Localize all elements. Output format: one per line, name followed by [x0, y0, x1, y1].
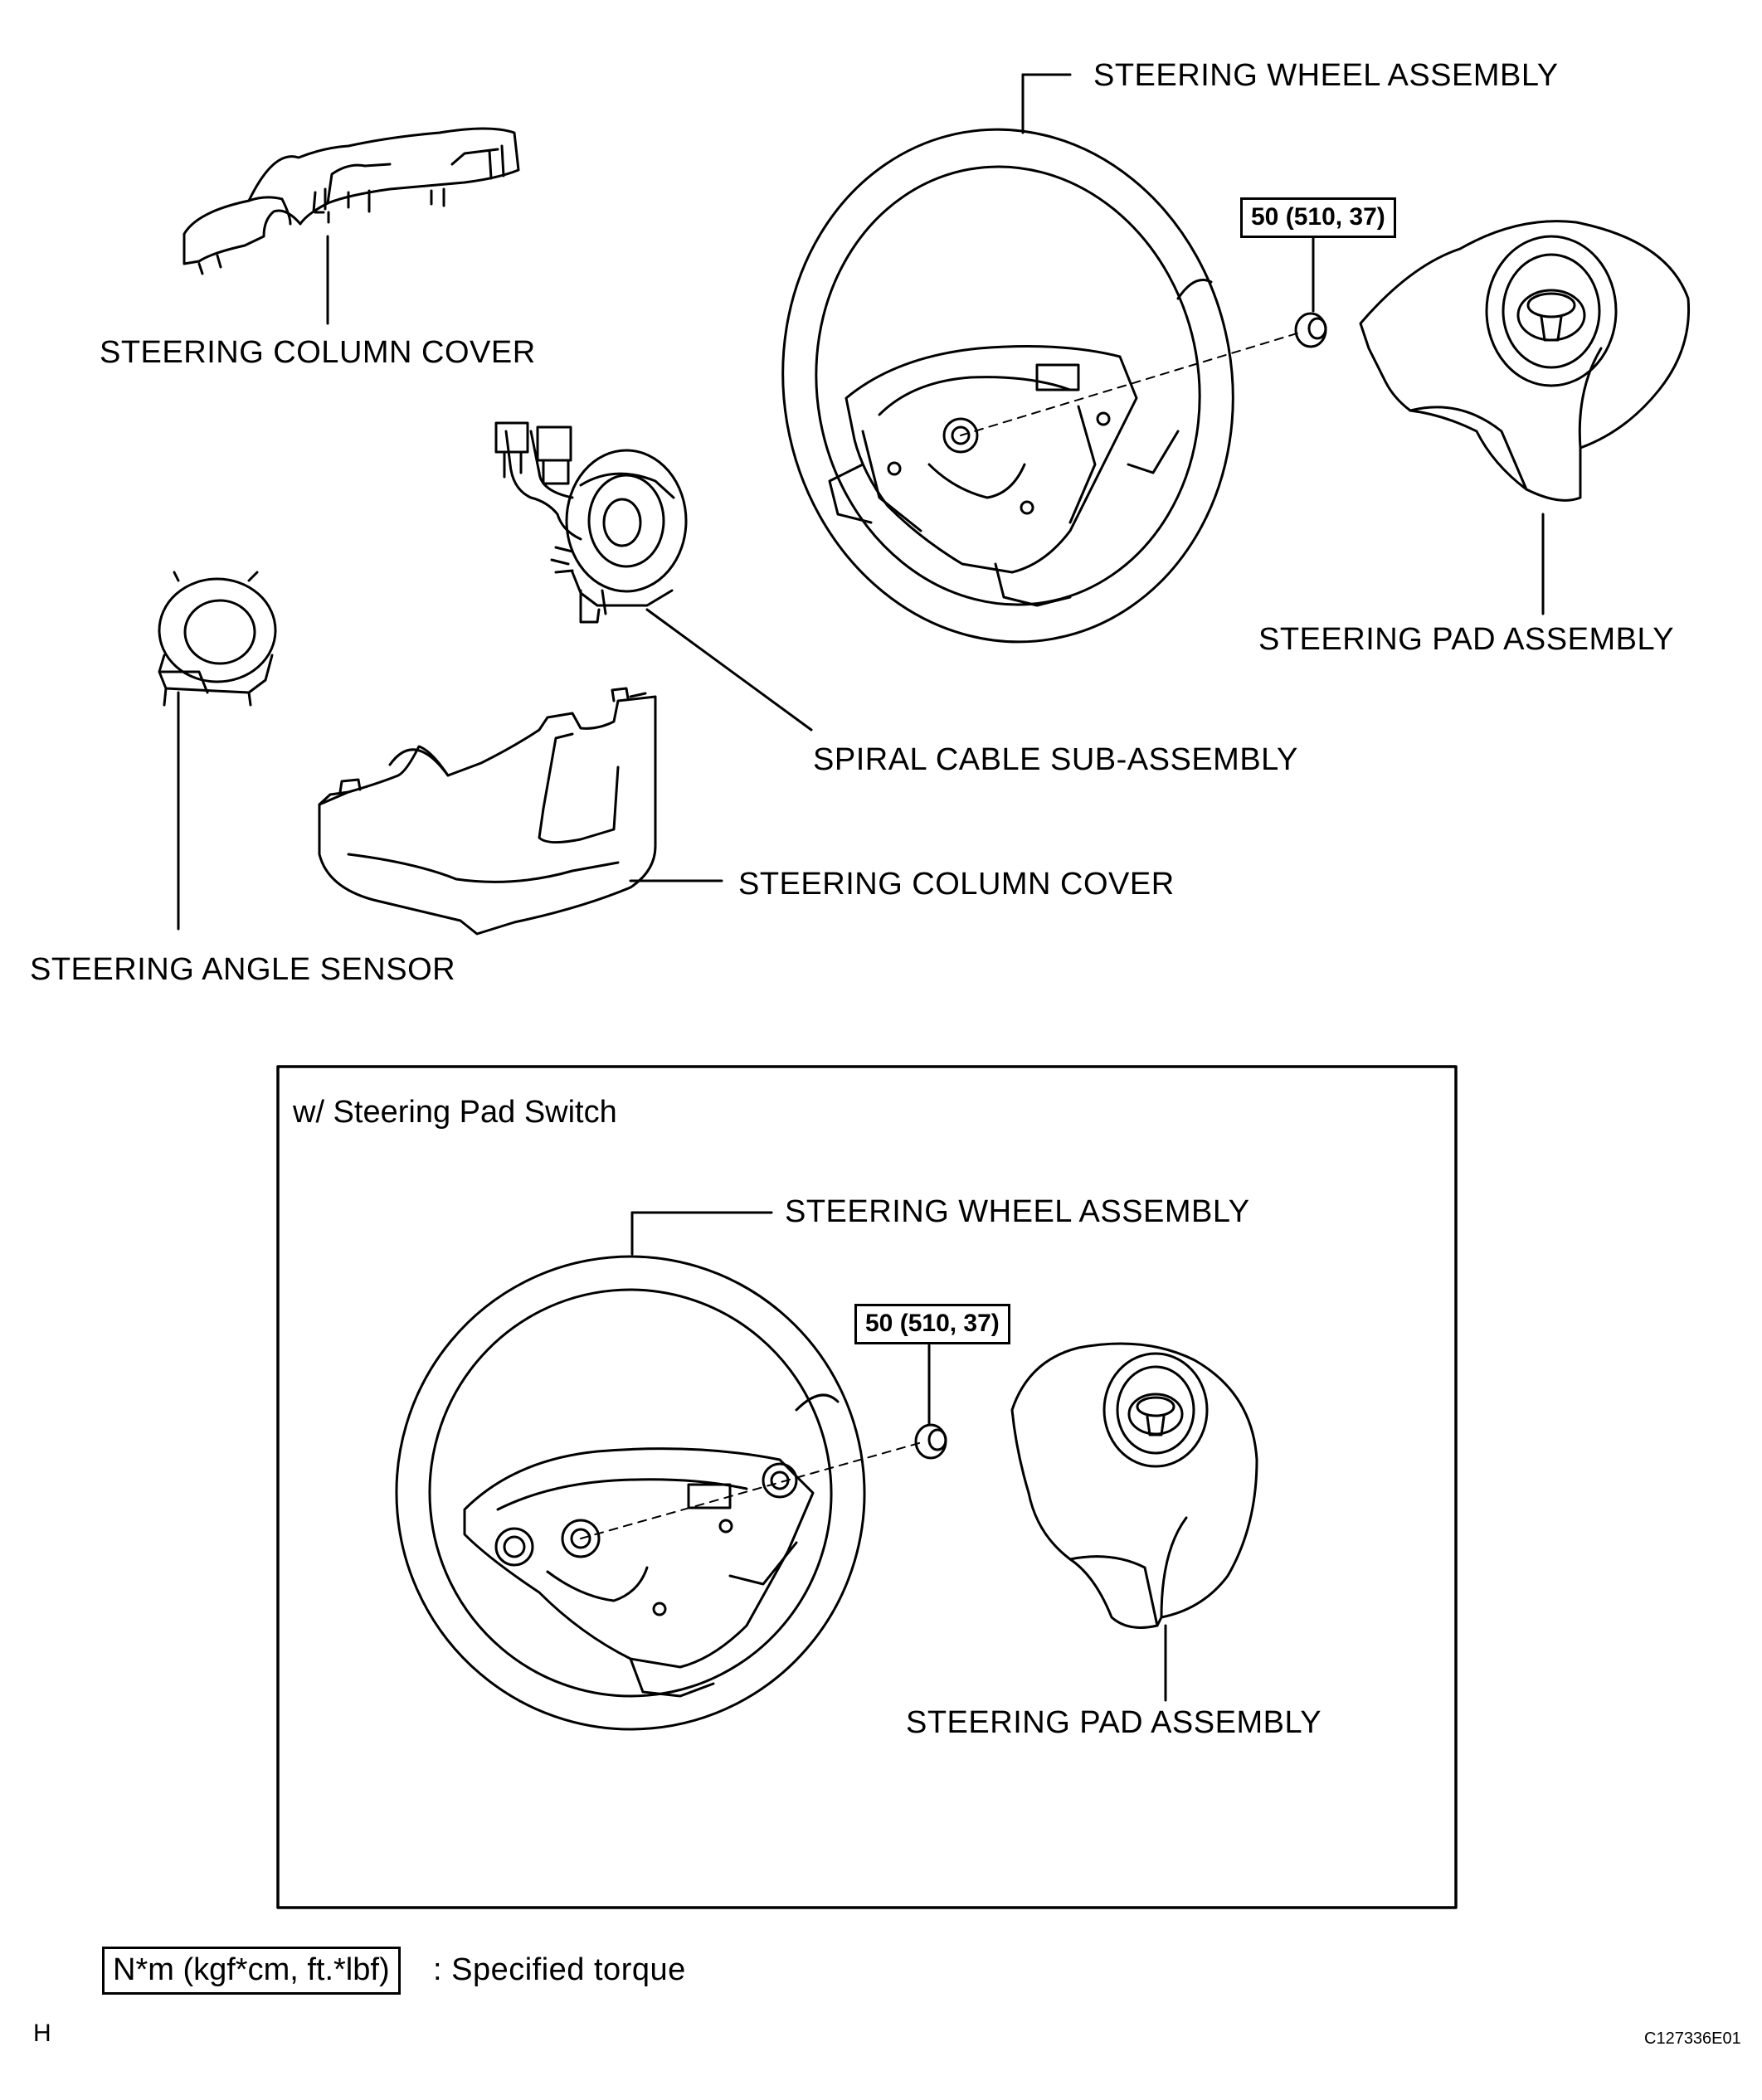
label-steering-angle-sensor: STEERING ANGLE SENSOR	[30, 952, 456, 987]
label-steering-pad-assembly-top: STEERING PAD ASSEMBLY	[1258, 622, 1675, 657]
top-nut	[1294, 312, 1327, 348]
spiral-cable-drawing	[494, 421, 688, 624]
axis-dashed-top	[960, 331, 1303, 436]
label-steering-column-cover-upper: STEERING COLUMN COVER	[100, 335, 536, 370]
leader-spiral-cable	[645, 608, 813, 732]
label-steering-wheel-assembly-top: STEERING WHEEL ASSEMBLY	[1093, 58, 1559, 93]
footer-left-mark: H	[33, 2020, 51, 2047]
lower-column-cover-drawing	[318, 687, 657, 936]
angle-sensor-drawing	[158, 571, 277, 707]
label-steering-wheel-assembly-inset: STEERING WHEEL ASSEMBLY	[785, 1194, 1250, 1229]
inset-frame	[276, 1065, 1458, 1909]
inset-title: w/ Steering Pad Switch	[293, 1095, 617, 1130]
label-steering-pad-assembly-inset: STEERING PAD ASSEMBLY	[906, 1705, 1322, 1740]
legend-description: : Specified torque	[433, 1952, 686, 1987]
torque-box-top: 50 (510, 37)	[1240, 197, 1396, 238]
label-steering-column-cover-lower: STEERING COLUMN COVER	[738, 867, 1175, 902]
figure-code: C127336E01	[1644, 2030, 1741, 2048]
inset-steering-pad-drawing	[1010, 1342, 1258, 1629]
upper-column-cover-drawing	[183, 127, 520, 275]
inset-nut	[914, 1423, 947, 1460]
top-steering-pad-drawing	[1359, 220, 1691, 502]
torque-box-inset: 50 (510, 37)	[854, 1304, 1010, 1344]
inset-steering-wheel-drawing	[395, 1255, 866, 1731]
legend-unit-box: N*m (kgf*cm, ft.*lbf)	[102, 1947, 401, 1995]
axis-dashed-inset	[580, 1441, 926, 1539]
label-spiral-cable: SPIRAL CABLE SUB-ASSEMBLY	[813, 742, 1298, 777]
top-steering-wheel-drawing	[781, 128, 1234, 644]
